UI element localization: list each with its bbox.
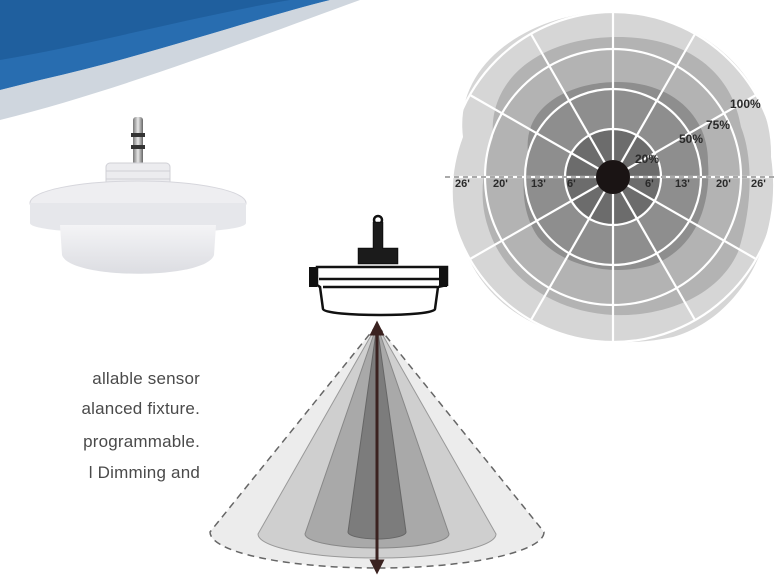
banner-light-band (0, 0, 360, 120)
mount-tab-left (309, 267, 317, 287)
mount-tab-right (439, 267, 447, 287)
description-line-2: alanced fixture. (81, 399, 200, 418)
dist-right-6: 6' (645, 178, 654, 190)
dist-right-26: 26' (751, 178, 766, 190)
coverage-polar-diagram: 100% 75% 50% 20% 26' 20' 13' 6' 6' 13' 2… (445, 10, 774, 344)
dist-right-20: 20' (716, 178, 731, 190)
audio-jack-pin (133, 117, 143, 165)
header-banner-swoosh (0, 0, 360, 120)
lens-dome (60, 225, 216, 274)
dist-right-13: 13' (675, 178, 690, 190)
label-100-percent: 100% (730, 97, 761, 111)
description-line-1: allable sensor (92, 369, 200, 388)
label-20-percent: 20% (635, 152, 659, 166)
dist-left-6: 6' (567, 178, 576, 190)
dist-left-26: 26' (455, 178, 470, 190)
label-75-percent: 75% (706, 118, 730, 132)
description-line-4: l Dimming and (88, 463, 200, 482)
description-line-3: programmable. (83, 432, 200, 451)
banner-highlight (0, 0, 330, 90)
sensor-side-view-drawing (309, 214, 449, 317)
sensor-center-dot (596, 160, 630, 194)
dist-left-13: 13' (531, 178, 546, 190)
dist-left-20: 20' (493, 178, 508, 190)
detection-cone-diagram (209, 320, 545, 575)
sensor-product-photo (29, 117, 247, 274)
label-50-percent: 50% (679, 132, 703, 146)
